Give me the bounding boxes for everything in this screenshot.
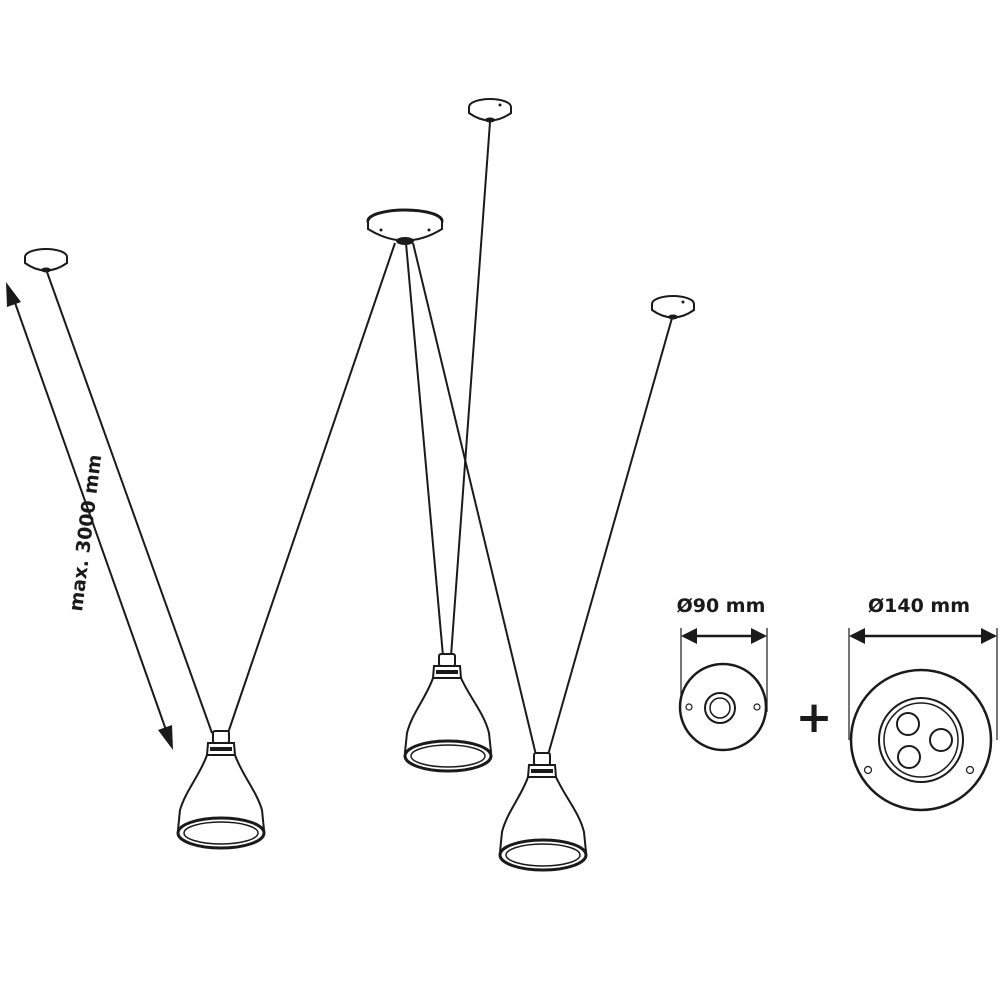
cable-outlet-3 (897, 745, 921, 769)
arrowhead-left (849, 628, 865, 644)
arrowhead-right (981, 628, 997, 644)
canopy-large-center (366, 208, 444, 245)
cable-outlet-1 (896, 712, 920, 736)
canopy-small-left (24, 248, 68, 273)
dimension-line (13, 299, 167, 731)
cable-left-2 (227, 242, 396, 734)
cable-length-dimension: max. 3000 mm (6, 282, 173, 750)
large-canopy-diameter-label: Ø140 mm (868, 595, 970, 617)
cable-left-1 (46, 271, 213, 734)
canopy-small-right (651, 295, 695, 320)
small-canopy-detail: Ø90 mm (677, 595, 768, 752)
canopy-small-top (468, 98, 512, 123)
cable-outlet-2 (929, 728, 953, 752)
cable-right-2 (547, 317, 673, 756)
cable-right-1 (412, 242, 537, 756)
lamp-shade-left (176, 730, 266, 850)
arrowhead-bottom (158, 725, 173, 750)
arrowhead-left (681, 628, 697, 644)
arrowhead-top (6, 282, 21, 307)
lamp-shade-right (498, 752, 588, 872)
cable-middle-2 (450, 121, 491, 657)
plus-symbol: + (796, 692, 833, 743)
cable-middle-1 (405, 242, 444, 657)
small-canopy-diameter-label: Ø90 mm (677, 595, 766, 617)
large-canopy-detail: Ø140 mm (848, 595, 998, 812)
lamp-shade-middle (403, 653, 493, 773)
cable-length-label: max. 3000 mm (65, 453, 106, 612)
arrowhead-right (751, 628, 767, 644)
cables (46, 121, 673, 756)
